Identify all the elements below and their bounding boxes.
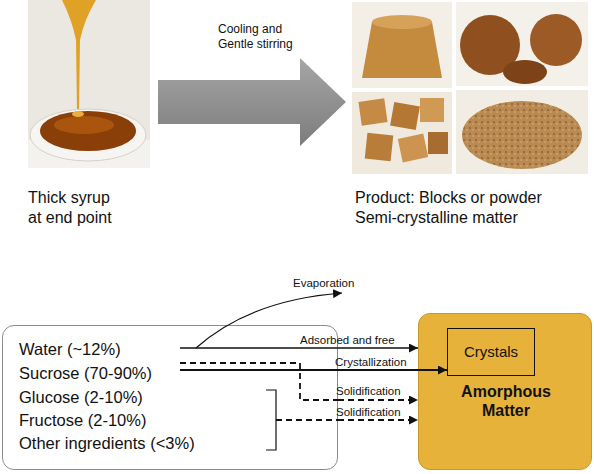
arrow-label: Evaporation <box>293 276 354 290</box>
arrow-label: Solidification <box>336 405 401 419</box>
caption-text: Product: Blocks or powder Semi-crystalli… <box>355 188 555 228</box>
bracket <box>266 390 276 450</box>
jaggery-cube <box>420 98 444 122</box>
syrup-stream <box>62 0 96 112</box>
sucrose-dashed-stub <box>180 363 338 400</box>
photo-background <box>28 0 150 168</box>
crystals-box: Crystals <box>447 328 535 376</box>
ingredient-text: Water (~12%) <box>19 340 121 360</box>
ingredient-text: Sucrose (70-90%) <box>19 364 152 384</box>
process-label: Cooling and Gentle stirring <box>218 22 313 52</box>
jaggery-block-top <box>372 15 432 29</box>
ingredient-box: Water (~12%) Sucrose (70-90%) Glucose (2-1… <box>2 325 338 470</box>
syrup-splash <box>72 111 84 117</box>
flow-arrow <box>338 419 418 421</box>
amorphous-text: Amorphous Matter <box>456 382 556 420</box>
syrup-highlight <box>54 116 114 134</box>
arrow-label: Crystallization <box>335 355 407 369</box>
jaggery-cube <box>428 132 448 154</box>
jaggery-ball <box>530 14 582 66</box>
jaggery-cube <box>398 134 428 163</box>
crystals-text: Crystals <box>464 343 518 361</box>
water-stub <box>180 347 338 348</box>
ingredient-text: Other ingredients (<3%) <box>19 434 195 454</box>
caption-text: Thick syrup at end point <box>28 188 123 228</box>
plate <box>30 109 146 161</box>
flow-arrow <box>338 369 447 371</box>
evaporation-arrow <box>196 293 342 348</box>
bracket-dashed-stub <box>276 419 338 421</box>
jaggery-cube <box>390 102 420 130</box>
ingredient-text: Fructose (2-10%) <box>19 411 146 431</box>
jaggery-block <box>362 22 442 78</box>
flow-arrow <box>338 347 418 348</box>
jaggery-cube <box>365 133 394 162</box>
jaggery-powder <box>462 101 582 169</box>
photo-background <box>456 90 588 174</box>
syrup-pool <box>40 111 136 151</box>
flow-arrow <box>338 399 418 401</box>
photo-background <box>352 92 452 174</box>
ingredient-text: Glucose (2-10%) <box>19 388 143 408</box>
photo-background <box>352 2 452 88</box>
jaggery-cube <box>358 98 387 125</box>
sucrose-stub <box>180 369 338 371</box>
arrow-label: Solidification <box>336 384 401 398</box>
jaggery-ball <box>503 60 547 84</box>
amorphous-box: Amorphous Matter Crystals <box>418 313 592 470</box>
process-arrow <box>158 58 346 146</box>
photo-background <box>456 2 588 86</box>
